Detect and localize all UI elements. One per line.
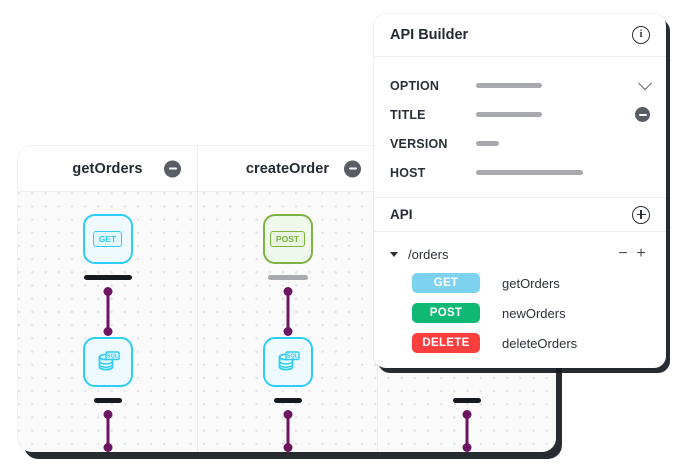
flow-node-bar [83,275,132,280]
flow-node-bar [453,398,481,403]
get-method-icon: GET [92,231,123,247]
endpoint-name: newOrders [502,305,566,321]
form-row-title[interactable]: TITLE [390,100,650,129]
api-builder-header: API Builder i [374,14,666,57]
api-section-header: API [374,198,666,232]
endpoint-name: deleteOrders [502,335,578,351]
connector-line [106,414,109,447]
api-settings-form: OPTION TITLE VERSION HOST [374,57,666,198]
connector-dot [103,327,112,336]
connector-dot [103,443,112,452]
flow-node-sql-database[interactable]: SQL [262,337,313,387]
form-label: TITLE [390,107,426,122]
minus-circle-icon[interactable] [164,160,181,177]
svg-text:SQL: SQL [286,354,298,360]
form-row-option[interactable]: OPTION [390,71,653,100]
placeholder-bar [476,112,542,117]
minus-circle-icon[interactable] [344,160,361,177]
flow-column-getorders[interactable]: GET SQL [18,192,198,452]
status-badge[interactable]: GET [412,273,480,293]
endpoint-group-name: /orders [408,246,449,262]
flow-column-header-getorders[interactable]: getOrders [18,146,198,191]
sql-database-icon: SQL [98,351,120,371]
connector-line [286,291,289,331]
flow-column-title: getOrders [72,160,143,177]
row-action-option[interactable] [628,75,653,91]
flow-column-header-createorder[interactable]: createOrder [198,146,378,191]
flow-node-bar [273,398,302,403]
list-item[interactable]: POST newOrders [390,300,650,326]
plus-circle-icon[interactable] [632,205,650,224]
flow-node-sql-database[interactable]: SQL [82,337,133,387]
remove-endpoint-button[interactable]: − [618,245,628,262]
flow-node-bar [93,398,122,403]
endpoint-group-orders[interactable]: /orders − + [390,242,650,266]
minus-circle-icon[interactable] [635,107,650,122]
caret-down-icon[interactable] [390,251,398,257]
form-label: HOST [390,165,426,180]
connector-line [106,291,109,331]
post-method-icon: POST [269,231,306,247]
chevron-down-icon[interactable] [637,75,653,90]
connector-line [465,414,469,447]
placeholder-bar [476,170,583,175]
form-row-version[interactable]: VERSION [390,129,650,158]
svg-text:SQL: SQL [106,354,118,360]
info-circle-icon[interactable]: i [632,26,650,44]
form-label: VERSION [390,136,448,151]
form-value-option[interactable] [476,83,628,88]
flow-node-bar [267,275,308,280]
status-badge[interactable]: POST [412,303,480,323]
connector-dot [462,443,472,452]
add-endpoint-button[interactable]: + [636,245,646,262]
form-row-host[interactable]: HOST [390,158,650,187]
flow-node-post-method[interactable]: POST [262,214,313,264]
flow-column-createorder[interactable]: POST SQL [198,192,378,452]
api-section-title: API [390,207,413,222]
flow-column-title: createOrder [245,160,330,177]
api-builder-panel: API Builder i OPTION TITLE VERSION [374,14,666,368]
flow-column-third[interactable] [378,192,556,452]
page-title: API Builder [390,27,469,43]
placeholder-bar [476,141,499,146]
form-value-version[interactable] [476,141,628,146]
connector-dot [283,443,292,452]
form-value-host[interactable] [476,170,628,175]
info-glyph: i [639,29,643,40]
list-item[interactable]: GET getOrders [390,270,650,296]
form-value-title[interactable] [476,112,628,117]
endpoint-name: getOrders [502,275,560,291]
form-label: OPTION [390,78,440,93]
list-item[interactable]: DELETE deleteOrders [390,330,650,356]
placeholder-bar [476,83,542,88]
connector-line [286,414,289,447]
status-badge[interactable]: DELETE [412,333,480,353]
endpoint-list: /orders − + GET getOrders POST newOrders… [374,232,666,368]
flow-node-get-method[interactable]: GET [82,214,133,264]
sql-database-icon: SQL [278,351,300,371]
row-action-title[interactable] [628,107,650,122]
connector-dot [283,327,292,336]
